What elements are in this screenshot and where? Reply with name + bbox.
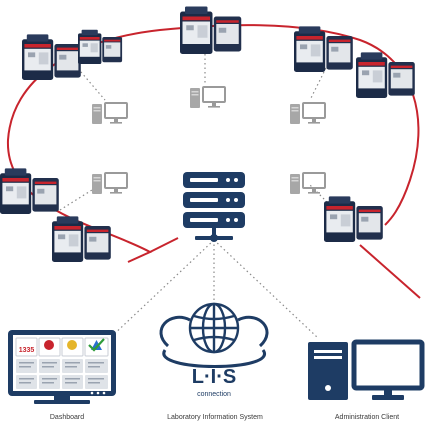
- monitor-icon: [351, 339, 425, 400]
- server-client-links: [109, 239, 319, 339]
- dashboard-tiles: [15, 337, 109, 389]
- analyzer-instrument-icon: [0, 168, 59, 214]
- desktop-computer-icon: [91, 102, 128, 125]
- analyzer-instrument-icon: [22, 34, 81, 80]
- analyzer-instrument-icon: [356, 52, 415, 98]
- analyzer-instrument-icon: [180, 6, 242, 54]
- warning-icon: [67, 340, 77, 350]
- analyzer-instrument-icon: [52, 216, 111, 262]
- dashboard-label: Dashboard: [49, 414, 85, 421]
- desktop-computer-icon: [91, 172, 128, 195]
- lis-acronym: L·I·S: [192, 366, 236, 388]
- lis-label: Laboratory Information System: [167, 414, 263, 421]
- analyzer-instrument-icon: [78, 29, 123, 64]
- check-icon: [88, 338, 105, 352]
- desktop-computer-icon: [189, 86, 226, 109]
- analyzer-instrument-icon: [324, 196, 383, 242]
- desktop-computer-icon: [289, 102, 326, 125]
- ring-tail-link: [359, 244, 421, 299]
- tower-pc-icon: [308, 342, 348, 400]
- stop-icon: [44, 340, 54, 350]
- dashboard-counter: 1335: [19, 347, 35, 354]
- alert-icon: [91, 340, 102, 350]
- lis-subtitle: connection: [197, 391, 231, 398]
- admin-client-label: Administration Client: [334, 414, 400, 421]
- desktop-computer-icon: [289, 172, 326, 195]
- analyzer-pc-links: [59, 45, 341, 216]
- ring-to-server-link: [149, 237, 179, 253]
- server-rack-icon: [183, 172, 245, 242]
- globe-icon: [159, 302, 269, 368]
- analyzer-instrument-icon: [294, 26, 353, 72]
